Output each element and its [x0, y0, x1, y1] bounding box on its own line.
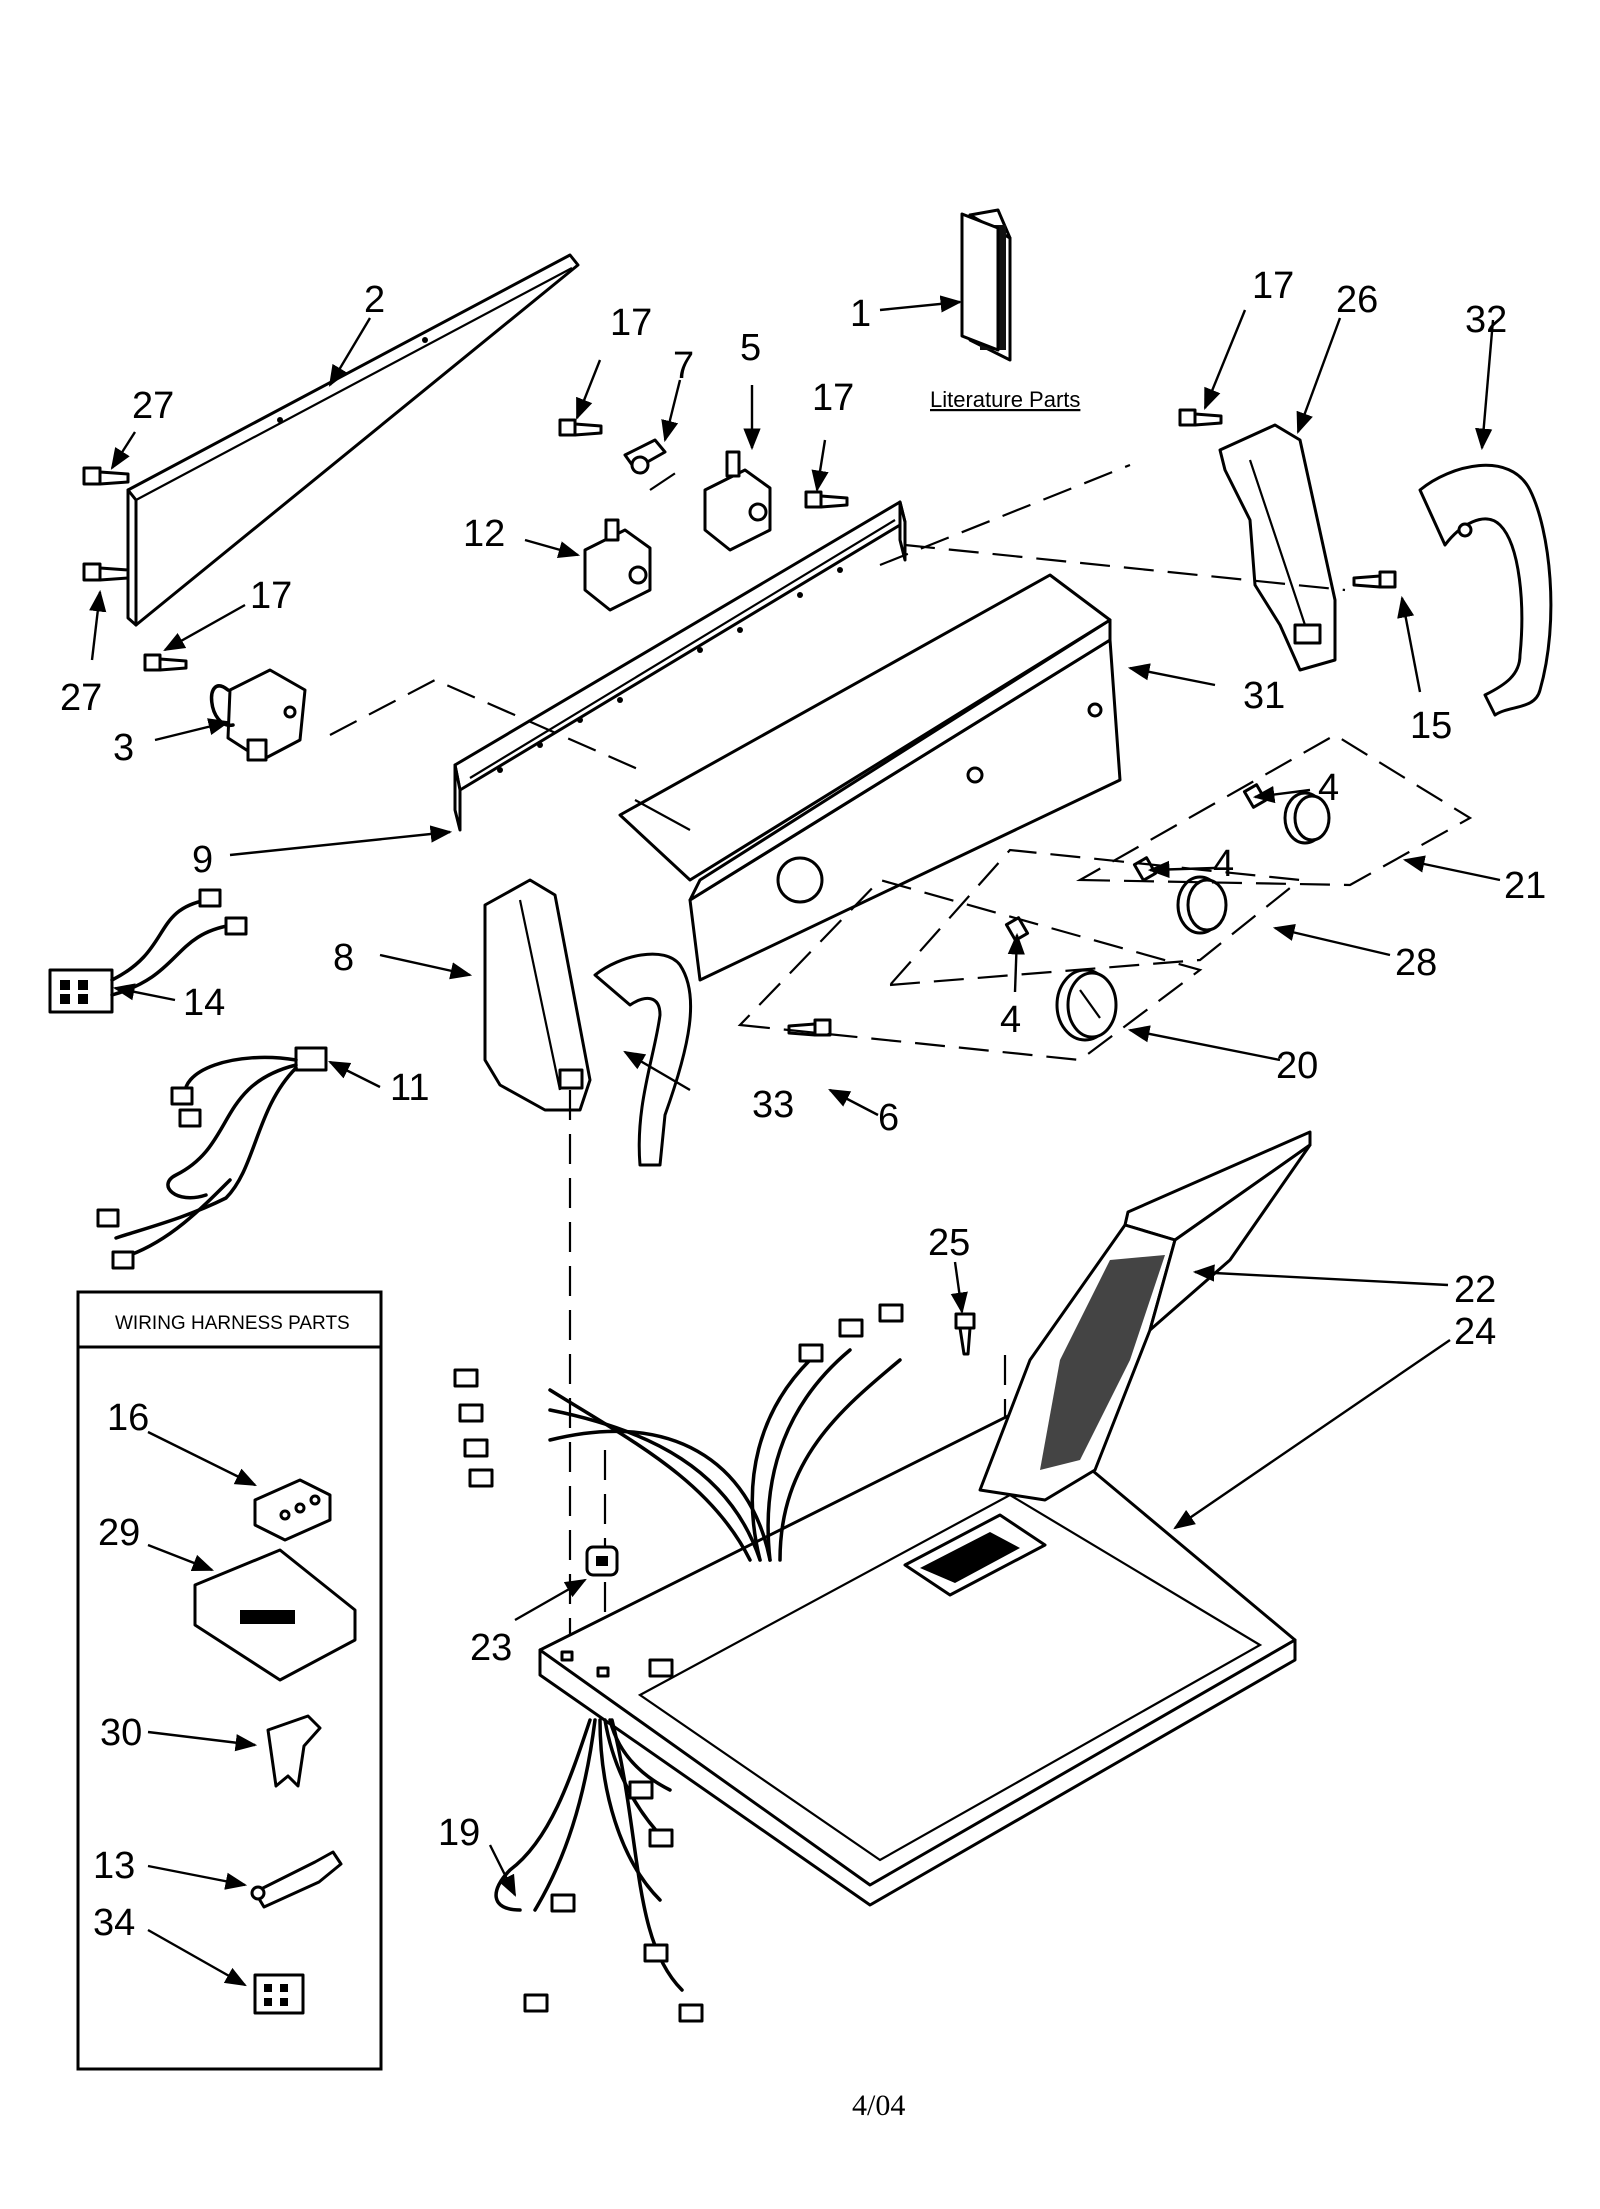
- clip-30: [266, 1714, 322, 1788]
- callout-31: 31: [1243, 675, 1285, 717]
- screw-27-top: [82, 466, 130, 486]
- callout-3: 3: [113, 727, 134, 769]
- terminal-13: [250, 1850, 343, 1909]
- main-harness-19: [453, 1303, 904, 2023]
- handle-left-33: [593, 952, 693, 1167]
- rear-panel: [126, 253, 580, 627]
- callout-23: 23: [470, 1627, 512, 1669]
- callout-6: 6: [878, 1097, 899, 1139]
- grommet-23: [585, 1545, 619, 1577]
- callout-12: 12: [463, 513, 505, 555]
- callout-11: 11: [390, 1067, 429, 1109]
- callout-8: 8: [333, 937, 354, 979]
- callout-15: 15: [1410, 705, 1452, 747]
- wiring-harness-parts-title: WIRING HARNESS PARTS: [115, 1313, 350, 1334]
- callout-9: 9: [192, 839, 213, 881]
- callout-4-right: 4: [1318, 767, 1339, 809]
- timer-switch-3: [209, 668, 307, 762]
- callout-25: 25: [928, 1222, 970, 1264]
- end-cap-left-8: [483, 878, 592, 1112]
- callout-7: 7: [673, 345, 694, 387]
- callout-27-top: 27: [132, 385, 174, 427]
- callout-4-left: 4: [1000, 999, 1021, 1041]
- callout-16: 16: [107, 1397, 149, 1439]
- callout-17-middle: 17: [812, 377, 854, 419]
- console-housing: [618, 573, 1122, 982]
- harness-14: [48, 888, 248, 1014]
- lint-screen: [978, 1130, 1312, 1502]
- knob-right: [1283, 791, 1331, 845]
- callout-34: 34: [93, 1902, 135, 1944]
- knob-group-21: [1075, 733, 1473, 887]
- callout-21: 21: [1504, 865, 1546, 907]
- callout-labels: 1 2 3 4 4 4 5 6 7 8 9 11 12 13 14 15 16 …: [60, 265, 1546, 1944]
- clip-7: [623, 438, 667, 475]
- callout-17-right: 17: [1252, 265, 1294, 307]
- handle-right-32: [1418, 463, 1553, 717]
- callout-24: 24: [1454, 1311, 1496, 1353]
- footer-date: 4/04: [852, 2089, 905, 2122]
- connector-16: [253, 1478, 332, 1542]
- callout-30: 30: [100, 1712, 142, 1754]
- knob-large: [1055, 968, 1118, 1042]
- push-switch-12: [583, 518, 652, 612]
- callout-13: 13: [93, 1845, 135, 1887]
- callout-26: 26: [1336, 279, 1378, 321]
- connector-29: [193, 1548, 357, 1682]
- screw-17-b: [804, 490, 849, 509]
- push-switch-5: [703, 450, 772, 552]
- harness-11: [96, 1046, 328, 1270]
- top-panel: [538, 1408, 1297, 1907]
- literature-parts-label: Literature Parts: [930, 387, 1080, 412]
- callout-27-bottom: 27: [60, 677, 102, 719]
- callout-19: 19: [438, 1812, 480, 1854]
- control-panel-bracket: [453, 500, 907, 832]
- screw-17-d: [1178, 408, 1223, 427]
- callout-28: 28: [1395, 942, 1437, 984]
- callout-14: 14: [183, 982, 225, 1024]
- callout-4-middle: 4: [1213, 843, 1234, 885]
- screw-15: [1352, 570, 1397, 589]
- callout-20: 20: [1276, 1045, 1318, 1087]
- callout-17-top: 17: [610, 302, 652, 344]
- callout-32: 32: [1465, 299, 1507, 341]
- callout-22: 22: [1454, 1269, 1496, 1311]
- screw-25: [954, 1312, 976, 1356]
- callout-2: 2: [364, 279, 385, 321]
- knob-group-20: [737, 878, 1203, 1062]
- callout-5: 5: [740, 327, 761, 369]
- literature-book: [960, 208, 1012, 362]
- wiring-harness-parts-box: [76, 1290, 383, 2071]
- screw-27-bottom: [82, 562, 130, 582]
- screw-17-c: [143, 653, 188, 672]
- connector-34: [253, 1973, 305, 2015]
- leader-arrows: [89, 295, 1501, 1987]
- screw-17-a: [558, 418, 603, 437]
- callout-29: 29: [98, 1512, 140, 1554]
- end-cap-right-26: [1218, 423, 1337, 672]
- callout-33: 33: [752, 1084, 794, 1126]
- knob-middle: [1176, 875, 1228, 935]
- callout-17-left: 17: [250, 575, 292, 617]
- callout-1: 1: [850, 293, 871, 335]
